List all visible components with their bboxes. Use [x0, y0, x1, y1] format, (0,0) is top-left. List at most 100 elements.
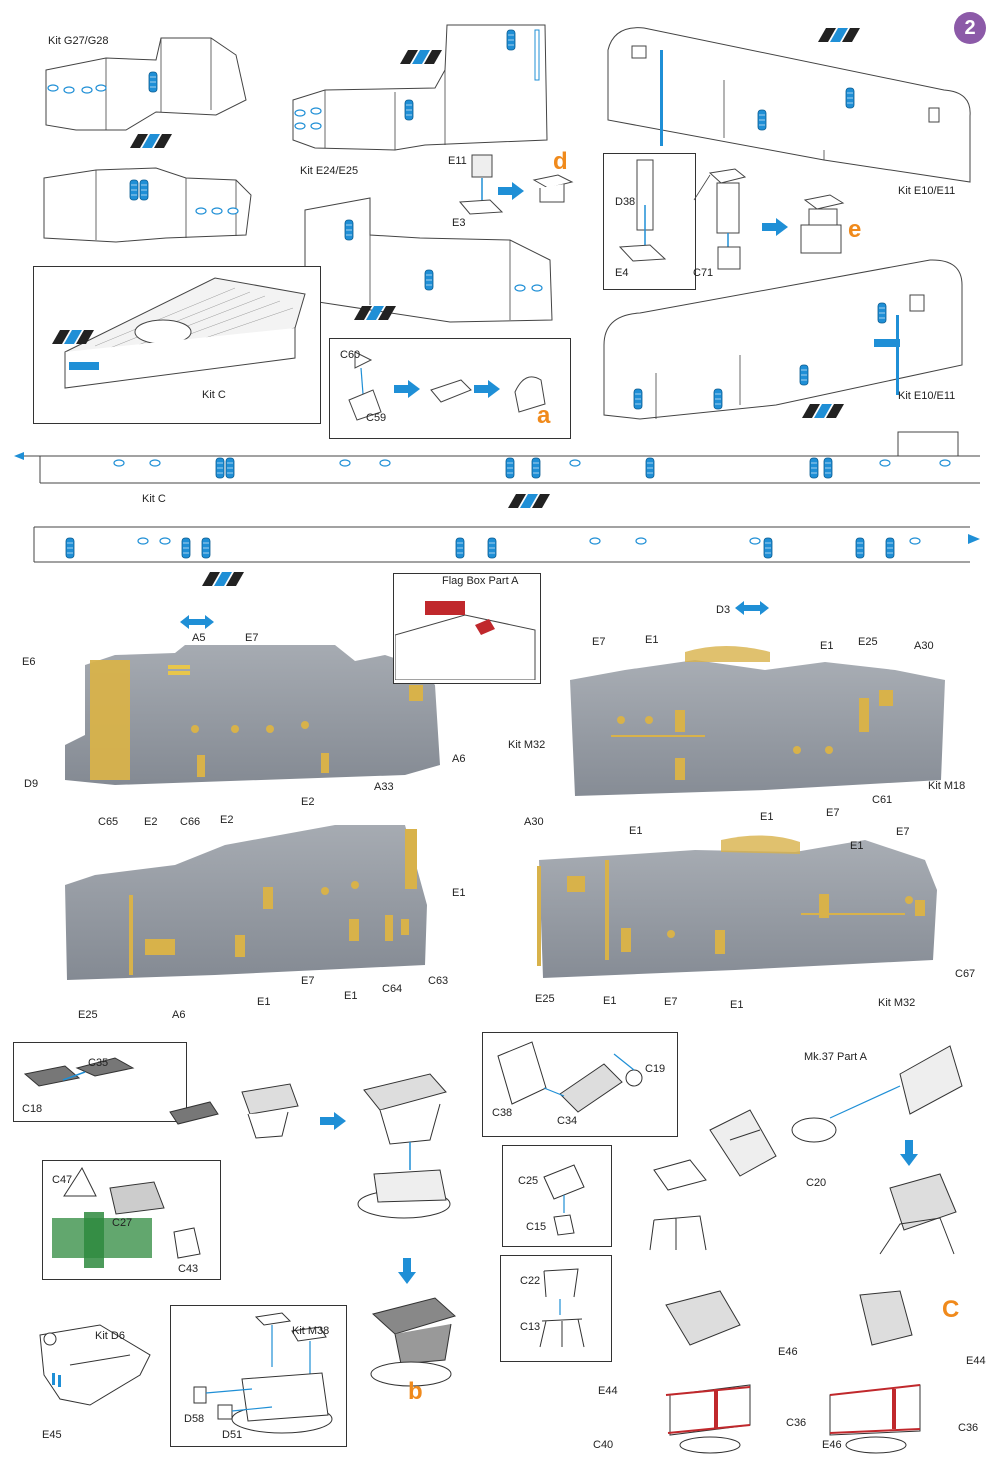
part-label: D38	[615, 196, 636, 208]
part-label: E1	[645, 634, 659, 646]
kit-m38-drawing	[193, 1312, 333, 1434]
detail-box-c22	[500, 1255, 612, 1362]
kit-label: Kit D6	[95, 1330, 125, 1342]
part-label: A5	[192, 632, 206, 644]
part-label: E2	[301, 796, 315, 808]
part-label: C60	[340, 349, 361, 361]
part-label: C47	[52, 1174, 73, 1186]
pedestal-drawing	[649, 1159, 707, 1251]
flag-box-drawing	[395, 601, 536, 680]
mk37-label: Mk.37 Part A	[804, 1051, 867, 1063]
part-label: E2	[220, 814, 234, 826]
c22-c13-drawing	[539, 1268, 585, 1348]
step-letter-b: b	[408, 1378, 423, 1405]
kit-label: Kit M32	[508, 739, 546, 751]
page-number-badge: 2	[954, 12, 986, 44]
part-label: C18	[22, 1103, 43, 1115]
part-label: A33	[374, 781, 394, 793]
step-letter-d: d	[553, 148, 568, 175]
double-arrow-icon	[180, 615, 214, 629]
step-letter-c: C	[942, 1296, 960, 1323]
kit-label: Kit M32	[878, 997, 916, 1009]
subassembly-a-drawing	[348, 351, 546, 421]
kit-label: Kit M38	[292, 1325, 330, 1337]
flag-box-label: Flag Box Part A	[442, 575, 519, 587]
part-label: C22	[520, 1275, 541, 1287]
superstructure-drawing-e24-a	[292, 24, 548, 151]
part-label: C36	[786, 1417, 807, 1429]
part-label: C15	[526, 1221, 547, 1233]
part-label: C13	[520, 1321, 541, 1333]
superstructure-drawing-e10-b	[603, 259, 963, 420]
part-label: E3	[452, 217, 466, 229]
part-label: E46	[778, 1346, 798, 1358]
director-frame-drawing	[709, 1109, 777, 1177]
part-label: E7	[245, 632, 259, 644]
part-label: C61	[872, 794, 893, 806]
arrow-right-icon	[394, 380, 420, 398]
kit-label: Kit E10/E11	[898, 390, 956, 402]
part-label: C66	[180, 816, 201, 828]
hull-side-strip-upper	[14, 431, 980, 484]
subassembly-d-drawing	[458, 154, 574, 215]
arrow-right-icon	[762, 218, 788, 236]
arrow-down-icon	[398, 1258, 416, 1284]
part-label: E44	[598, 1385, 618, 1397]
part-label: C20	[806, 1177, 827, 1189]
hull-side-strip-lower	[33, 526, 980, 563]
photo-superstructure-starboard-aft	[537, 835, 937, 978]
part-label: D51	[222, 1429, 243, 1441]
part-label: C59	[366, 412, 387, 424]
part-label: E7	[301, 975, 315, 987]
step-letter-e: e	[848, 216, 862, 243]
part-label: E7	[664, 996, 678, 1008]
superstructure-drawing-e10-a	[607, 27, 971, 183]
c25-c15-drawing	[543, 1164, 585, 1236]
part-label: E25	[78, 1009, 98, 1021]
part-label: E1	[850, 840, 864, 852]
part-label: C27	[112, 1217, 133, 1229]
part-label: C40	[593, 1439, 614, 1451]
part-label: A30	[914, 640, 934, 652]
arrow-right-icon	[474, 380, 500, 398]
superstructure-drawing-g27-b	[43, 167, 252, 243]
c47-c27-c43-drawing	[52, 1166, 201, 1268]
part-label: C43	[178, 1263, 199, 1275]
step-letter-a: a	[537, 402, 551, 429]
part-label: E1	[629, 825, 643, 837]
kit-label: Kit C	[202, 389, 226, 401]
arrow-down-icon	[900, 1140, 918, 1166]
kit-label: Kit E24/E25	[300, 165, 359, 177]
mk37-finished-drawing	[879, 1173, 957, 1255]
part-label: C35	[88, 1057, 109, 1069]
part-label: D58	[184, 1413, 205, 1425]
part-label: E1	[344, 990, 358, 1002]
part-label: E1	[257, 996, 271, 1008]
stripe-marker-icon	[130, 134, 172, 148]
part-label: E45	[42, 1429, 62, 1441]
photo-superstructure-port-aft	[65, 825, 427, 980]
c35-c18-drawing	[23, 1057, 135, 1087]
part-label: A6	[452, 753, 466, 765]
kit-label: Kit E10/E11	[898, 185, 956, 197]
part-label: E6	[22, 656, 36, 668]
mk37-antenna-drawing	[791, 1045, 963, 1143]
stripe-marker-icon	[52, 330, 94, 344]
superstructure-drawing-g27-a	[45, 37, 247, 131]
part-label: E25	[858, 636, 878, 648]
part-label: C19	[645, 1063, 666, 1075]
part-label: E7	[826, 807, 840, 819]
photo-superstructure-starboard-fore	[570, 646, 945, 796]
part-label: C65	[98, 816, 119, 828]
part-label: E1	[452, 887, 466, 899]
part-label: E7	[896, 826, 910, 838]
part-label: C38	[492, 1107, 513, 1119]
gun-mount-finished-drawing	[370, 1297, 456, 1387]
deck-detail-drawing	[64, 277, 306, 389]
part-label: A6	[172, 1009, 186, 1021]
gun-mount-assembly-drawing	[357, 1073, 451, 1219]
part-label: E1	[760, 811, 774, 823]
part-label: A30	[524, 816, 544, 828]
part-label: E25	[535, 993, 555, 1005]
stripe-marker-icon	[802, 404, 844, 418]
